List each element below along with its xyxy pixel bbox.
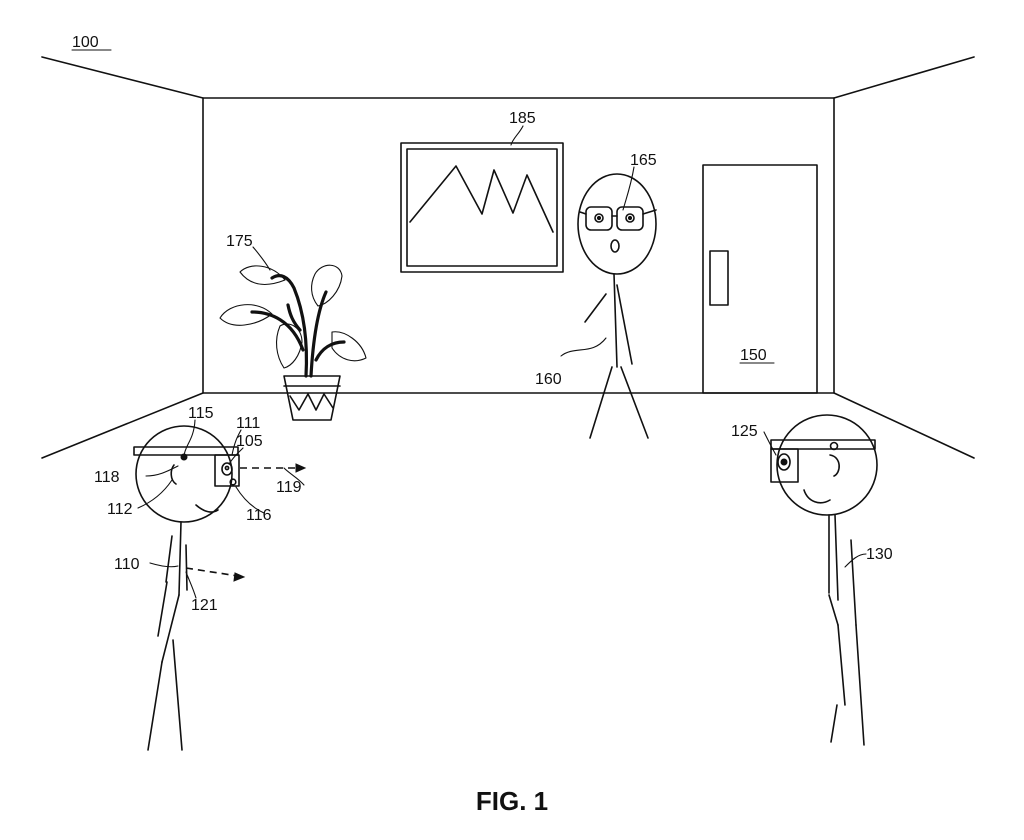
other-user-with-headset [770, 414, 878, 746]
label-user: 110 [114, 556, 140, 573]
potted-plant [219, 264, 367, 421]
label-body-direction: 121 [191, 597, 218, 614]
floor-edge-right [833, 392, 975, 459]
floor-edge-left [41, 392, 204, 459]
other-headset-band [770, 439, 876, 450]
ceiling-edge-left [41, 56, 204, 99]
picture-frame [400, 142, 564, 273]
door [702, 164, 818, 394]
direction-arrows-user [185, 463, 307, 582]
other-device-box [770, 448, 799, 483]
standing-person [577, 173, 657, 439]
room [41, 56, 975, 459]
user-with-headset [133, 425, 240, 751]
label-other-user: 130 [866, 546, 893, 563]
label-picture: 185 [509, 110, 536, 127]
label-frame-sensor: 111 [236, 415, 260, 432]
device-box [214, 454, 240, 487]
label-gaze-direction: 119 [276, 479, 302, 496]
label-door: 150 [740, 347, 767, 364]
label-plant: 175 [226, 233, 253, 250]
reference-labels: 100 185 165 175 150 160 115 111 105 118 … [71, 34, 893, 614]
label-other-device: 125 [731, 423, 758, 440]
label-scene: 100 [72, 34, 99, 51]
figure-caption: FIG. 1 [476, 786, 548, 816]
label-glasses: 165 [630, 152, 657, 169]
label-eye: 112 [107, 501, 133, 518]
label-speaker: 116 [246, 507, 272, 524]
label-person: 160 [535, 371, 562, 388]
label-ear: 118 [94, 469, 120, 486]
leader-lines [137, 125, 867, 599]
door-handle [709, 250, 729, 306]
ceiling-edge-right [833, 56, 975, 99]
back-wall [202, 97, 835, 394]
label-device: 105 [236, 433, 263, 450]
label-head-sensor: 115 [188, 405, 214, 422]
